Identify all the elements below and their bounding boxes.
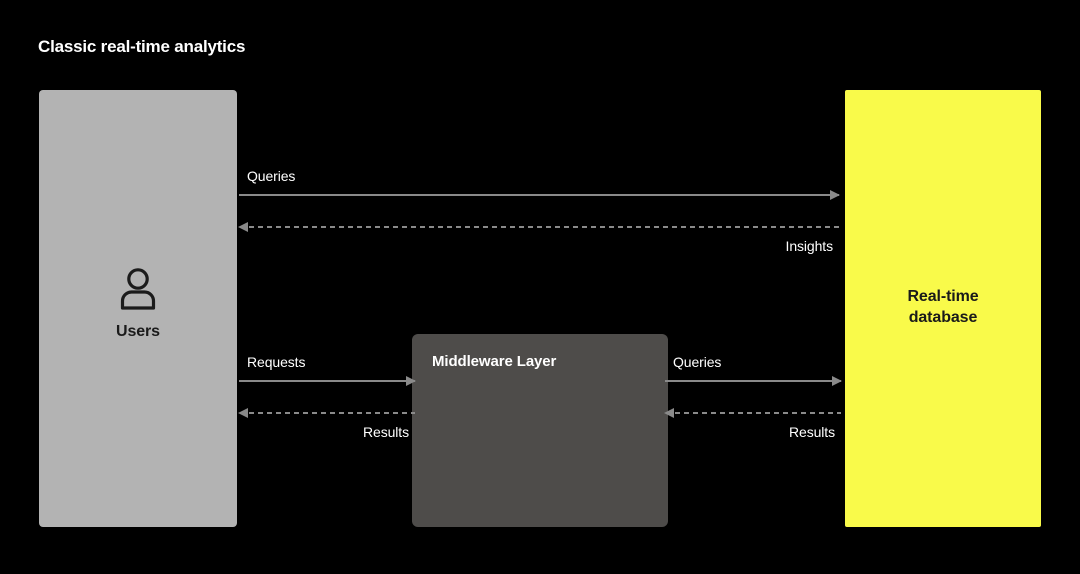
edge-requests-users-to-middleware: Requests	[239, 354, 416, 386]
edge-line	[665, 380, 841, 382]
node-users-label: Users	[116, 323, 160, 340]
edge-results-middleware-to-users: Results	[238, 408, 415, 440]
edge-queries-middleware-to-database: Queries	[665, 354, 842, 386]
node-database-label-line2: database	[908, 309, 978, 326]
node-database-label: Real-time database	[845, 286, 1041, 328]
arrow-head-right-icon	[830, 190, 840, 200]
edge-line-dashed	[249, 226, 839, 228]
edge-line-dashed	[249, 412, 415, 414]
arrow-head-right-icon	[406, 376, 416, 386]
edge-label-queries-mid: Queries	[673, 354, 722, 370]
node-users: Users	[39, 90, 237, 527]
edge-label-requests: Requests	[247, 354, 306, 370]
edge-label-results-left: Results	[363, 424, 409, 440]
edge-insights-database-to-users: Insights	[238, 222, 839, 254]
edge-label-queries-top: Queries	[247, 168, 296, 184]
node-middleware-label: Middleware Layer	[432, 353, 557, 370]
edge-line	[239, 194, 839, 196]
page-title: Classic real-time analytics	[38, 37, 246, 56]
node-database-label-line1: Real-time	[907, 288, 979, 305]
arrow-head-left-icon	[238, 408, 248, 418]
node-middleware: Middleware Layer	[412, 334, 668, 527]
edge-line	[239, 380, 415, 382]
users-node-content: Users	[39, 266, 237, 341]
node-database: Real-time database	[845, 90, 1041, 527]
arrow-head-right-icon	[832, 376, 842, 386]
arrow-head-left-icon	[238, 222, 248, 232]
edge-label-results-right: Results	[789, 424, 835, 440]
user-icon	[120, 268, 156, 310]
edge-line-dashed	[675, 412, 841, 414]
edge-label-insights: Insights	[785, 238, 834, 254]
arrow-head-left-icon	[664, 408, 674, 418]
edge-results-database-to-middleware: Results	[664, 408, 841, 440]
edge-queries-users-to-database: Queries	[239, 168, 840, 200]
